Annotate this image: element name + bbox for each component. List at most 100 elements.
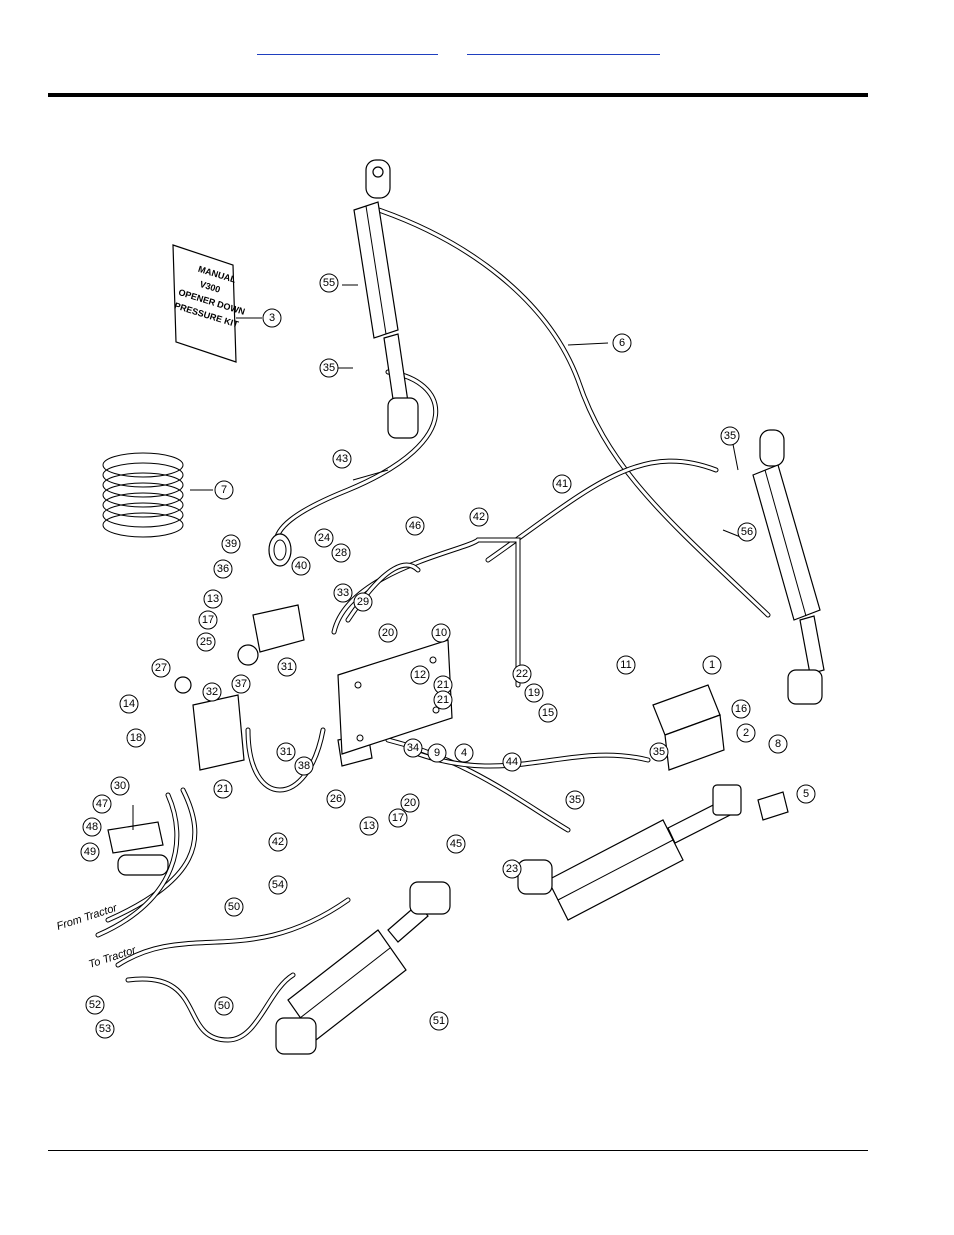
svg-text:24: 24: [318, 532, 330, 544]
svg-text:38: 38: [298, 760, 310, 772]
callout-56[interactable]: 56: [738, 523, 756, 541]
callout-50a[interactable]: 50: [225, 898, 243, 916]
svg-text:25: 25: [200, 636, 212, 648]
svg-text:1: 1: [709, 659, 715, 671]
callout-28[interactable]: 28: [332, 544, 350, 562]
svg-text:22: 22: [516, 668, 528, 680]
svg-text:5: 5: [803, 788, 809, 800]
callout-7[interactable]: 7: [215, 481, 233, 499]
callout-43[interactable]: 43: [333, 450, 351, 468]
callout-35a[interactable]: 35: [320, 359, 338, 377]
callout-3[interactable]: 3: [263, 309, 281, 327]
callout-21b[interactable]: 21: [434, 691, 452, 709]
callout-37[interactable]: 37: [232, 675, 250, 693]
callout-35c[interactable]: 35: [650, 743, 668, 761]
callout-30[interactable]: 30: [111, 777, 129, 795]
callout-13a[interactable]: 13: [204, 590, 222, 608]
callout-32[interactable]: 32: [203, 683, 221, 701]
callout-53[interactable]: 53: [96, 1020, 114, 1038]
callout-23[interactable]: 23: [503, 860, 521, 878]
callout-41[interactable]: 41: [553, 475, 571, 493]
callout-20a[interactable]: 20: [379, 624, 397, 642]
header-link-right[interactable]: [467, 40, 660, 55]
svg-text:18: 18: [130, 732, 142, 744]
callout-39[interactable]: 39: [222, 535, 240, 553]
callout-44[interactable]: 44: [503, 753, 521, 771]
callout-31a[interactable]: 31: [278, 658, 296, 676]
callout-17b[interactable]: 17: [389, 809, 407, 827]
svg-text:26: 26: [330, 793, 342, 805]
header-link-left[interactable]: [257, 40, 438, 55]
svg-text:11: 11: [620, 659, 631, 671]
svg-text:43: 43: [336, 453, 348, 465]
svg-text:35: 35: [724, 430, 736, 442]
callout-45[interactable]: 45: [447, 835, 465, 853]
svg-text:50: 50: [228, 901, 240, 913]
callout-24[interactable]: 24: [315, 529, 333, 547]
svg-text:27: 27: [155, 662, 167, 674]
callout-18[interactable]: 18: [127, 729, 145, 747]
svg-text:35: 35: [653, 746, 665, 758]
svg-text:29: 29: [357, 596, 369, 608]
svg-text:44: 44: [506, 756, 518, 768]
hose-clamp: [108, 805, 168, 875]
callout-35d[interactable]: 35: [566, 791, 584, 809]
svg-text:7: 7: [221, 484, 227, 496]
callout-12[interactable]: 12: [411, 666, 429, 684]
callout-8[interactable]: 8: [769, 735, 787, 753]
callout-40[interactable]: 40: [292, 557, 310, 575]
callout-11[interactable]: 11: [617, 656, 635, 674]
to-tractor-label: To Tractor: [87, 944, 138, 971]
callout-31b[interactable]: 31: [277, 743, 295, 761]
callout-13b[interactable]: 13: [360, 817, 378, 835]
callout-42b[interactable]: 42: [269, 833, 287, 851]
callout-6[interactable]: 6: [613, 334, 631, 352]
callout-2[interactable]: 2: [737, 724, 755, 742]
callout-10[interactable]: 10: [432, 624, 450, 642]
callout-52[interactable]: 52: [86, 996, 104, 1014]
svg-text:15: 15: [542, 707, 554, 719]
callout-22[interactable]: 22: [513, 665, 531, 683]
callout-50b[interactable]: 50: [215, 997, 233, 1015]
svg-text:28: 28: [335, 547, 347, 559]
callout-27[interactable]: 27: [152, 659, 170, 677]
callout-29[interactable]: 29: [354, 593, 372, 611]
callout-33[interactable]: 33: [334, 584, 352, 602]
callout-42a[interactable]: 42: [470, 508, 488, 526]
svg-text:54: 54: [272, 879, 284, 891]
callout-55[interactable]: 55: [320, 274, 338, 292]
callout-16[interactable]: 16: [732, 700, 750, 718]
svg-text:55: 55: [323, 277, 335, 289]
svg-text:49: 49: [84, 846, 96, 858]
callout-46[interactable]: 46: [406, 517, 424, 535]
callout-9[interactable]: 9: [428, 744, 446, 762]
svg-text:33: 33: [337, 587, 349, 599]
svg-text:6: 6: [619, 337, 625, 349]
callout-51[interactable]: 51: [430, 1012, 448, 1030]
callout-36[interactable]: 36: [214, 560, 232, 578]
svg-text:45: 45: [450, 838, 462, 850]
callout-48[interactable]: 48: [83, 818, 101, 836]
callout-49[interactable]: 49: [81, 843, 99, 861]
callout-15[interactable]: 15: [539, 704, 557, 722]
cylinder-upper-left: [354, 160, 418, 438]
callout-35b[interactable]: 35: [721, 427, 739, 445]
callout-47[interactable]: 47: [93, 795, 111, 813]
callout-38[interactable]: 38: [295, 757, 313, 775]
callout-26[interactable]: 26: [327, 790, 345, 808]
callout-4[interactable]: 4: [455, 744, 473, 762]
callout-25[interactable]: 25: [197, 633, 215, 651]
callout-5[interactable]: 5: [797, 785, 815, 803]
callout-1[interactable]: 1: [703, 656, 721, 674]
callout-21c[interactable]: 21: [214, 780, 232, 798]
svg-text:40: 40: [295, 560, 307, 572]
callout-14[interactable]: 14: [120, 695, 138, 713]
callout-34[interactable]: 34: [404, 739, 422, 757]
callout-17a[interactable]: 17: [199, 611, 217, 629]
cylinder-lower-right: [518, 785, 788, 920]
callout-54[interactable]: 54: [269, 876, 287, 894]
callout-20b[interactable]: 20: [401, 794, 419, 812]
svg-text:14: 14: [123, 698, 135, 710]
svg-text:41: 41: [556, 478, 568, 490]
callout-19[interactable]: 19: [525, 684, 543, 702]
